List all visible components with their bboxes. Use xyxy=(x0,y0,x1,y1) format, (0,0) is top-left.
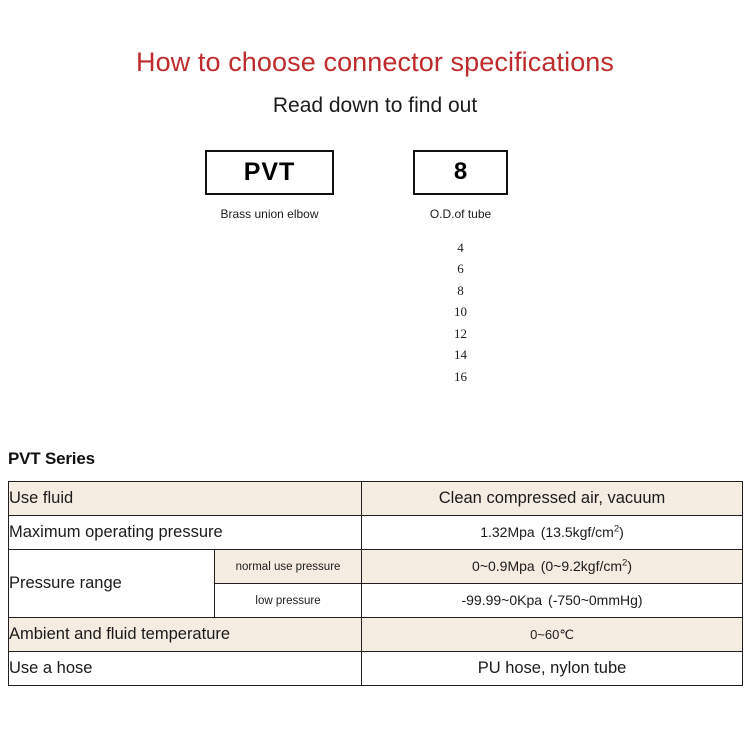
spec-label-cell: Use a hose xyxy=(7,651,363,686)
spec-sublabel-cell: normal use pressure xyxy=(213,549,363,584)
spec-value-text: PU hose, nylon tube xyxy=(477,659,627,677)
spec-value-paren-tail: ) xyxy=(627,557,632,574)
spec-value-cell: 0~0.9Mpa (0~9.2kgf/cm2) xyxy=(361,549,744,584)
spec-value-cell: 1.32Mpa (13.5kgf/cm2) xyxy=(361,515,744,550)
spec-value-paren: (-750~0mmHg) xyxy=(548,591,643,608)
tube-size-option[interactable]: 8 xyxy=(457,282,464,298)
spec-value-text: 1.32Mpa xyxy=(480,523,535,540)
table-row: Use a hose PU hose, nylon tube xyxy=(7,651,744,686)
spec-value-cell: -99.99~0Kpa (-750~0mmHg) xyxy=(361,583,744,618)
tube-size-option[interactable]: 16 xyxy=(454,368,467,384)
superscript-exponent: 2 xyxy=(622,556,628,568)
tube-size-option-list: 4 6 8 10 12 14 16 xyxy=(413,237,508,388)
spec-value-text: Clean compressed air, vacuum xyxy=(438,489,666,507)
page-subtitle: Read down to find out xyxy=(272,93,478,117)
spec-sublabel-cell: low pressure xyxy=(213,583,363,618)
header-block: How to choose connector specifications R… xyxy=(0,0,750,117)
spec-label-cell: Maximum operating pressure xyxy=(7,515,363,550)
spec-value-paren: (0~9.2kgf/cm2 xyxy=(540,556,628,574)
spec-value-text: 0~0.9Mpa xyxy=(472,557,535,574)
tube-size-option[interactable]: 6 xyxy=(457,261,464,277)
tube-size-code-box[interactable]: 8 xyxy=(413,149,508,195)
superscript-exponent: 2 xyxy=(613,522,620,534)
tube-size-option[interactable]: 4 xyxy=(457,239,464,255)
tube-size-code-caption: O.D.of tube xyxy=(429,206,492,221)
spec-value-paren: (13.5kgf/cm2 xyxy=(540,522,620,540)
tube-size-option[interactable]: 14 xyxy=(454,347,467,363)
tube-size-option[interactable]: 10 xyxy=(454,304,467,320)
table-row: Use fluid Clean compressed air, vacuum xyxy=(7,481,744,516)
spec-value-cell: PU hose, nylon tube xyxy=(361,651,744,686)
spec-value-text: -99.99~0Kpa xyxy=(461,591,543,608)
spec-value-cell: 0~60℃ xyxy=(361,617,744,652)
series-code-box[interactable]: PVT xyxy=(205,149,334,195)
table-row: Ambient and fluid temperature 0~60℃ xyxy=(7,617,744,652)
part-number-selector: PVT Brass union elbow 8 O.D.of tube 4 6 8 1… xyxy=(0,117,750,384)
spec-value-cell: Clean compressed air, vacuum xyxy=(361,481,744,516)
spec-value-text: 0~60℃ xyxy=(530,626,574,642)
table-row: Maximum operating pressure 1.32Mpa (13.5kg… xyxy=(7,515,744,550)
page-title: How to choose connector specifications xyxy=(135,47,615,77)
series-code-caption: Brass union elbow xyxy=(220,206,319,221)
series-heading: PVT Series xyxy=(8,449,95,468)
spec-label-cell: Use fluid xyxy=(7,481,363,516)
spec-label-cell: Pressure range xyxy=(8,549,215,618)
tube-size-option[interactable]: 12 xyxy=(454,325,467,341)
spec-value-paren-tail: ) xyxy=(619,523,624,540)
spec-label-cell: Ambient and fluid temperature xyxy=(7,617,363,652)
